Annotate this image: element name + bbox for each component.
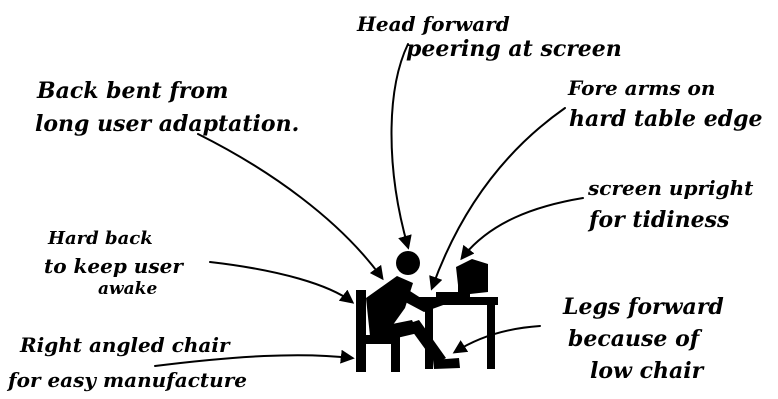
label-forearms-line2: hard table edge <box>569 106 763 132</box>
arrow-back-bent <box>197 133 384 281</box>
chair-back <box>356 290 366 372</box>
pointer-arrows <box>154 43 584 367</box>
person-thigh <box>372 320 418 342</box>
label-screen-upright-line2: for tidiness <box>589 207 730 233</box>
label-hard-back-line1: Hard back <box>48 228 153 249</box>
monitor <box>456 259 488 298</box>
arrow-forearms <box>429 107 566 291</box>
label-screen-upright-line1: screen upright <box>588 176 754 200</box>
desk-scene <box>356 251 498 372</box>
person-foot <box>433 358 460 369</box>
label-legs-forward-line1: Legs forward <box>563 294 724 320</box>
chair-seat <box>356 335 400 344</box>
label-back-bent-line1: Back bent from <box>37 78 229 104</box>
label-right-angled-chair-line1: Right angled chair <box>20 333 230 357</box>
arrow-hard-back <box>209 261 355 304</box>
label-forearms-line1: Fore arms on <box>568 76 716 100</box>
label-back-bent-line2: long user adaptation. <box>35 111 300 137</box>
person-head <box>396 251 420 275</box>
label-legs-forward-line2: because of <box>568 326 700 352</box>
label-hard-back-line2: to keep user <box>44 254 183 278</box>
desk-leg-left <box>425 297 433 369</box>
arrow-legs-forward <box>452 325 541 354</box>
label-right-angled-chair-line2: for easy manufacture <box>8 368 247 392</box>
arrow-right-angled-chair <box>154 349 355 367</box>
keyboard <box>436 292 458 298</box>
label-head-forward-line2: peering at screen <box>406 36 622 62</box>
arrow-screen-upright <box>460 197 584 261</box>
label-legs-forward-line3: low chair <box>590 358 704 384</box>
label-hard-back-line3: awake <box>98 279 158 299</box>
label-head-forward-line1: Head forward <box>357 12 510 36</box>
chair-leg <box>391 335 400 372</box>
desk-top <box>414 297 498 305</box>
desk-leg-right <box>487 297 495 369</box>
arrow-head-forward <box>390 43 412 250</box>
